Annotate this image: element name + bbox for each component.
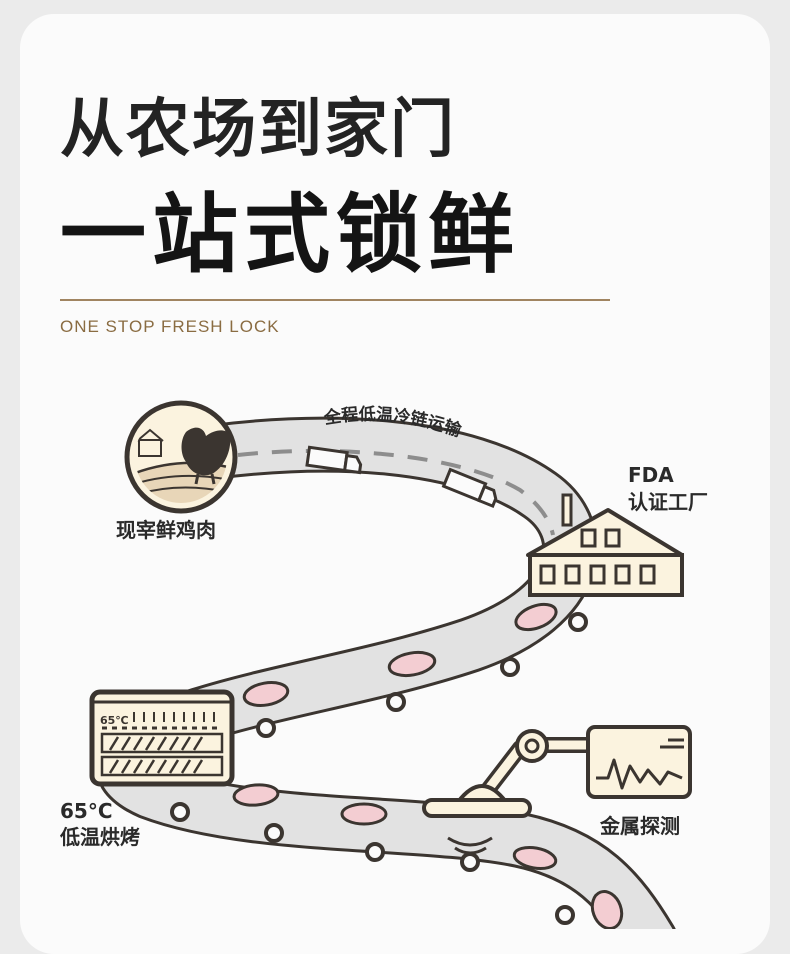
- factory-label-line2: 认证工厂: [628, 490, 708, 514]
- truck-icon: [441, 467, 498, 509]
- detector-label: 金属探测: [600, 814, 680, 838]
- truck-icon: [305, 445, 363, 475]
- oven-display: 65℃: [100, 714, 129, 727]
- oven-icon: 65℃: [89, 689, 235, 787]
- title-line-1: 从农场到家门: [60, 93, 456, 167]
- oven-label-line2: 低温烘烤: [60, 825, 140, 849]
- meat-pieces: [232, 602, 624, 929]
- factory-icon: [526, 493, 684, 597]
- farm-label: 现宰鲜鸡肉: [116, 518, 216, 542]
- subtitle: ONE STOP FRESH LOCK: [60, 317, 280, 336]
- oven-label-line1: 65°C: [60, 799, 113, 823]
- farm-chicken-icon: [124, 400, 238, 514]
- factory-label-line1: FDA: [628, 463, 674, 487]
- belt-rollers: [170, 612, 588, 925]
- metal-detector-icon: [422, 725, 692, 855]
- process-illustration: 65℃: [89, 400, 692, 929]
- title-line-2: 一站式锁鲜: [60, 185, 520, 285]
- divider: [60, 299, 610, 301]
